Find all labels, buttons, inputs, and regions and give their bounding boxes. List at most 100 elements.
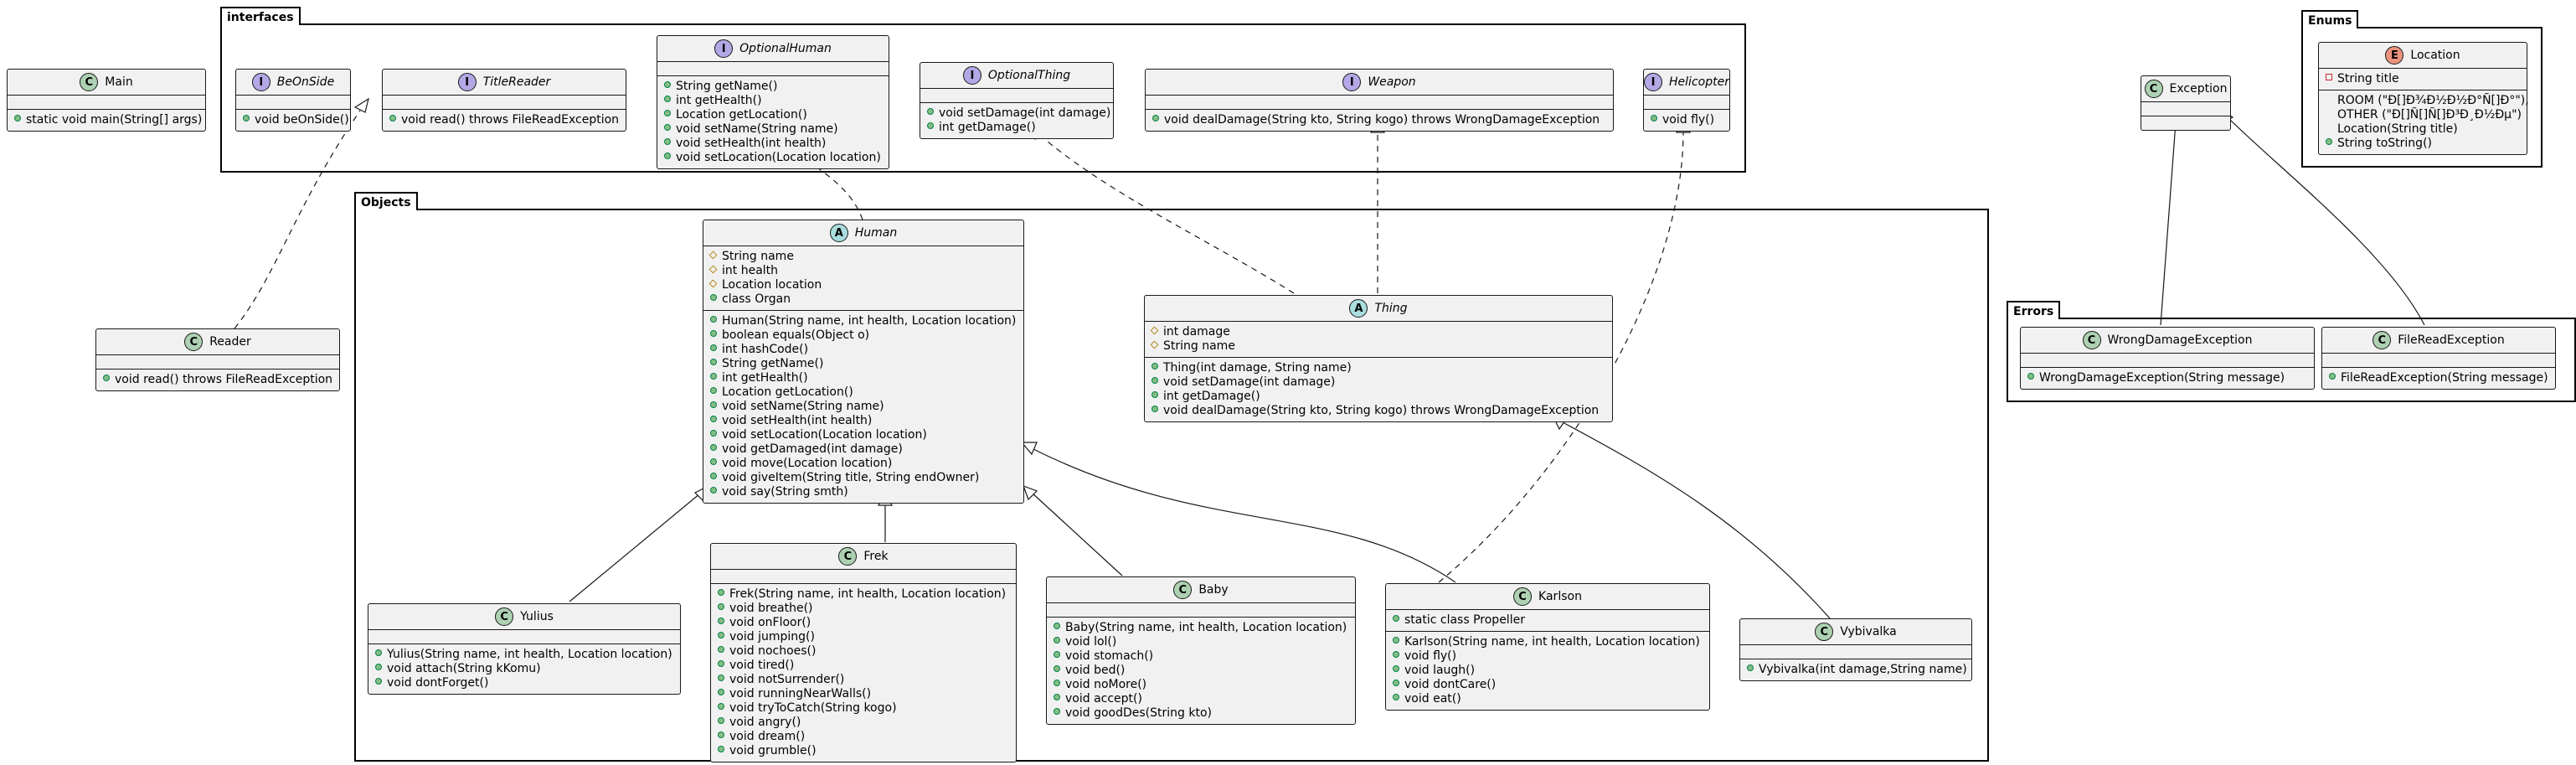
member-text: void dealDamage(String kto, String kogo)…	[1163, 404, 1600, 417]
class-name: BeOnSide	[276, 75, 335, 89]
class-method: void noMore()	[1054, 678, 1348, 692]
member-text: Location getLocation()	[722, 385, 853, 399]
edge-karlson-human	[1031, 447, 1456, 583]
class-method: void lol()	[1054, 635, 1348, 649]
visibility-pub-icon	[664, 151, 676, 165]
member-text: int getDamage()	[1163, 390, 1260, 403]
class-method: void runningNearWalls()	[718, 687, 1009, 701]
class-method: void setHealth(int health)	[664, 137, 882, 151]
methods-section: Karlson(String name, int health, Locatio…	[1386, 632, 1709, 710]
visibility-pub-icon	[710, 357, 722, 371]
member-text: void read() throws FileReadException	[115, 373, 333, 386]
visibility-pub-icon	[243, 113, 255, 127]
member-text: ROOM ("Ð[]Ð¾Ð½Ð½Ð°Ñ[]Ð°"),	[2337, 94, 2529, 107]
member-text: void goodDes(String kto)	[1065, 706, 1212, 720]
member-text: void accept()	[1065, 692, 1142, 706]
member-text: class Organ	[722, 292, 791, 306]
member-text: String getName()	[722, 357, 824, 370]
class-method: FileReadException(String message)	[2329, 371, 2548, 385]
visibility-pub-icon	[103, 373, 115, 387]
visibility-pub-icon	[1054, 678, 1065, 692]
class-method: void goodDes(String kto)	[1054, 706, 1348, 721]
class-field: Location location	[710, 278, 1017, 292]
class-name: Helicopter	[1669, 75, 1729, 89]
member-text: String title	[2337, 72, 2399, 85]
class-field: class Organ	[710, 292, 1017, 307]
stereotype-i-icon: I	[1644, 73, 1663, 91]
class-method: void stomach()	[1054, 649, 1348, 664]
class-method: Location(String title)	[2326, 122, 2520, 137]
class-method: Human(String name, int health, Location …	[710, 314, 1017, 328]
class-header: I Helicopter	[1644, 70, 1729, 96]
arrowhead-titlereader	[353, 97, 369, 113]
fields-section	[920, 89, 1113, 103]
class-name: Vybivalka	[1840, 624, 1897, 638]
visibility-pub-icon	[718, 630, 729, 644]
member-text: void eat()	[1404, 692, 1461, 706]
visibility-prot-icon	[710, 250, 722, 264]
arrowhead-human-baby	[1022, 484, 1038, 501]
class-method: void beOnSide()	[243, 113, 349, 127]
visibility-pub-icon	[1393, 649, 1404, 664]
class-method: int getDamage()	[927, 121, 1106, 135]
member-text: void setHealth(int health)	[676, 137, 827, 150]
methods-section: Vybivalka(int damage,String name)	[1740, 659, 1971, 680]
member-text: String name	[722, 250, 794, 263]
stereotype-a-icon: A	[829, 224, 848, 242]
visibility-pub-icon	[2329, 371, 2341, 385]
fields-section	[236, 96, 350, 110]
visibility-pub-icon	[927, 121, 939, 135]
stereotype-c-icon: C	[184, 333, 204, 351]
member-text: Frek(String name, int health, Location l…	[729, 587, 1007, 601]
visibility-pub-icon	[718, 744, 729, 758]
class-method: void accept()	[1054, 692, 1348, 706]
stereotype-c-icon: C	[2372, 331, 2392, 349]
member-text: void stomach()	[1065, 649, 1154, 663]
class-method: Frek(String name, int health, Location l…	[718, 587, 1009, 602]
member-text: void setDamage(int damage)	[939, 106, 1111, 120]
visibility-pub-icon	[710, 400, 722, 414]
visibility-pub-icon	[664, 94, 676, 108]
class-name: Human	[854, 225, 898, 240]
class-method: int getHealth()	[710, 371, 1017, 385]
visibility-prot-icon	[710, 278, 722, 292]
visibility-pub-icon	[710, 371, 722, 385]
member-text: void getDamaged(int damage)	[722, 442, 903, 456]
visibility-pub-icon	[710, 485, 722, 499]
class-field: String name	[710, 250, 1017, 264]
fields-section	[1740, 645, 1971, 659]
visibility-pub-icon	[718, 587, 729, 602]
class-method: void breathe()	[718, 602, 1009, 616]
methods-section: Human(String name, int health, Location …	[703, 311, 1023, 503]
member-text: void attach(String kKomu)	[387, 662, 541, 675]
visibility-pub-icon	[1393, 692, 1404, 706]
stereotype-e-icon: E	[2385, 46, 2404, 65]
class-method: void dontForget()	[375, 676, 673, 690]
fields-section	[1644, 96, 1729, 110]
edge-fileread-exception	[2227, 116, 2425, 326]
fields-section	[1146, 96, 1613, 110]
